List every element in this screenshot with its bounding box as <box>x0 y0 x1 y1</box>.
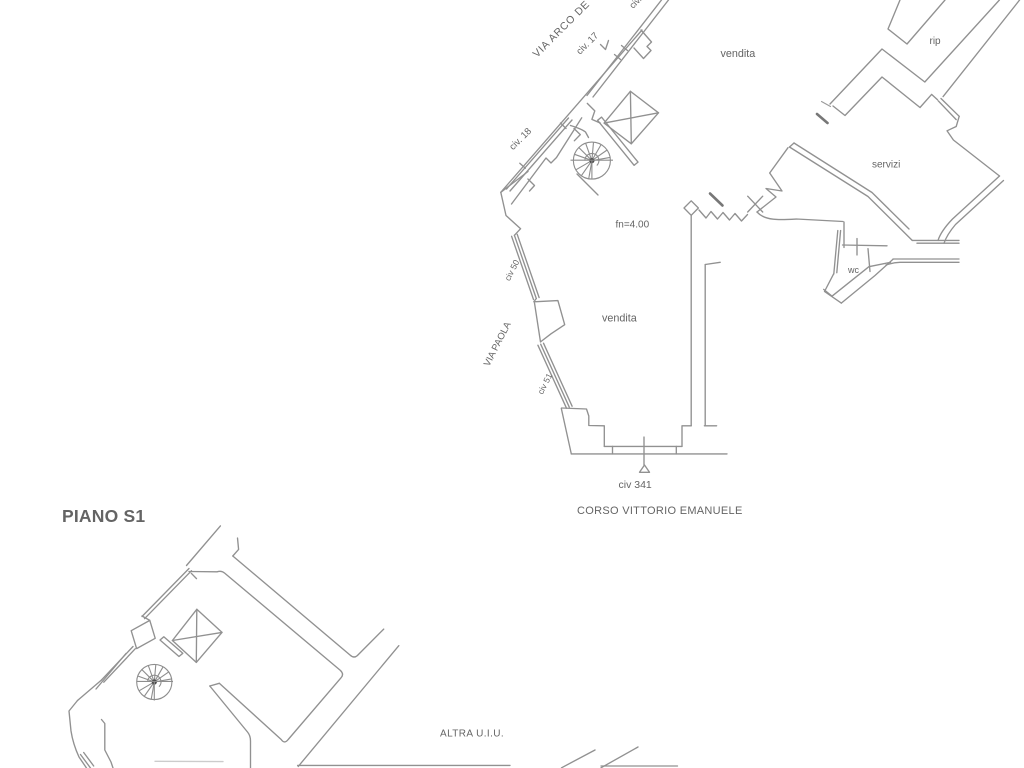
svg-text:civ.: civ. <box>627 0 643 10</box>
svg-text:civ. 18: civ. 18 <box>507 126 534 153</box>
svg-text:ALTRA U.I.U.: ALTRA U.I.U. <box>440 729 504 740</box>
svg-text:civ. 17: civ. 17 <box>574 30 601 57</box>
svg-text:wc: wc <box>847 265 859 275</box>
svg-text:rip: rip <box>930 36 942 47</box>
svg-text:civ 341: civ 341 <box>619 479 652 491</box>
svg-text:servizi: servizi <box>872 160 900 171</box>
svg-text:PIANO S1: PIANO S1 <box>62 506 145 526</box>
svg-text:civ 50: civ 50 <box>502 258 521 283</box>
svg-text:VIA PAOLA: VIA PAOLA <box>482 320 514 369</box>
svg-text:vendita: vendita <box>602 313 637 325</box>
svg-text:fn=4.00: fn=4.00 <box>616 220 650 231</box>
svg-text:vendita: vendita <box>721 48 756 60</box>
svg-text:civ 51: civ 51 <box>535 371 554 396</box>
svg-text:CORSO VITTORIO EMANUELE: CORSO VITTORIO EMANUELE <box>577 505 743 517</box>
